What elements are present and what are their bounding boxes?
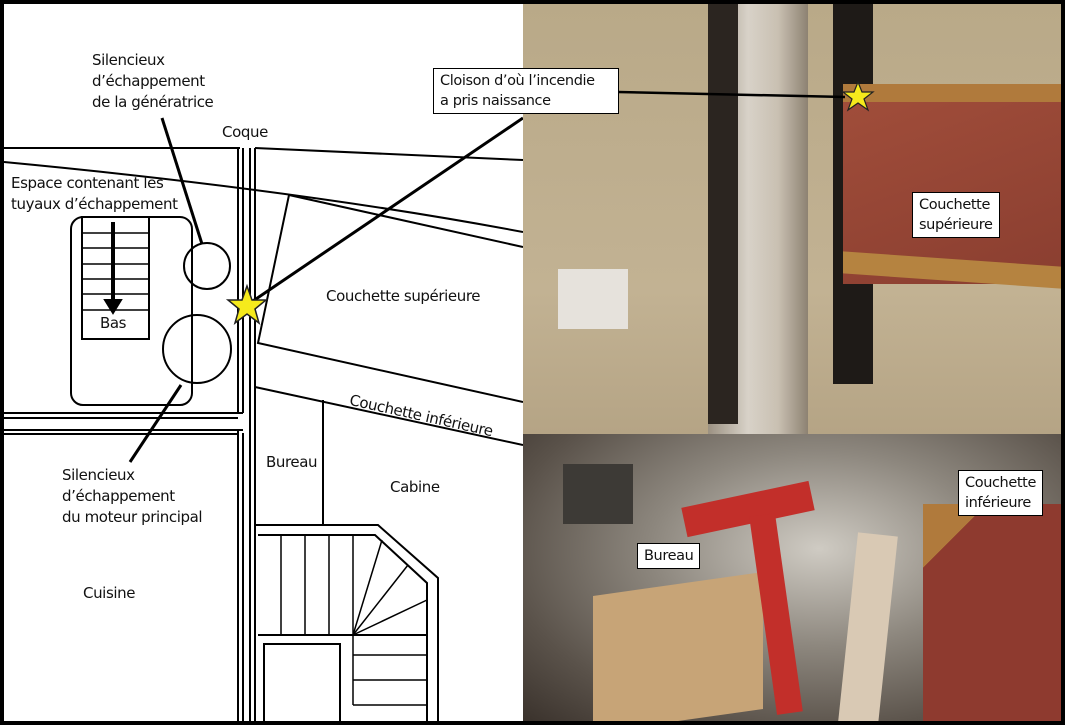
photo-upper-berth-callout: Couchette supérieure xyxy=(912,192,1000,238)
photo-office-callout: Bureau xyxy=(637,543,701,569)
lower-berth-bottom xyxy=(254,386,523,446)
floor-plan-diagram xyxy=(3,116,523,721)
down-label: Bas xyxy=(100,314,127,332)
upper-berth-label: Couchette supérieure xyxy=(326,287,481,305)
fire-origin-callout: Cloison d’où l’incendie a pris naissance xyxy=(433,68,619,114)
office-label: Bureau xyxy=(266,453,318,471)
upper-berth-top xyxy=(288,194,523,248)
stairs-down xyxy=(81,216,150,340)
main-engine-muffler-circle xyxy=(162,314,232,384)
galley-label: Cuisine xyxy=(83,584,136,602)
hull-inner-line xyxy=(3,161,523,233)
down-arrowhead xyxy=(103,299,123,315)
hull-line-right xyxy=(254,147,523,161)
generator-muffler-circle xyxy=(183,242,231,290)
exhaust-space-label: Espace contenant les tuyaux d’échappemen… xyxy=(11,174,178,213)
photo-lower-berth-callout: Couchette inférieure xyxy=(958,470,1043,516)
desk xyxy=(923,504,1061,721)
cardboard-box xyxy=(593,572,763,721)
generator-muffler-label: Silencieux d’échappement de la génératri… xyxy=(92,51,214,111)
upper-berth-outline xyxy=(256,194,523,403)
fire-origin-star-icon xyxy=(225,283,269,325)
hull-label: Coque xyxy=(222,123,268,141)
upper-berth xyxy=(843,84,1061,284)
exhaust-space-box xyxy=(70,216,193,406)
cabin-label: Cabine xyxy=(390,478,440,496)
main-engine-muffler-label: Silencieux d’échappement du moteur princ… xyxy=(62,466,203,526)
